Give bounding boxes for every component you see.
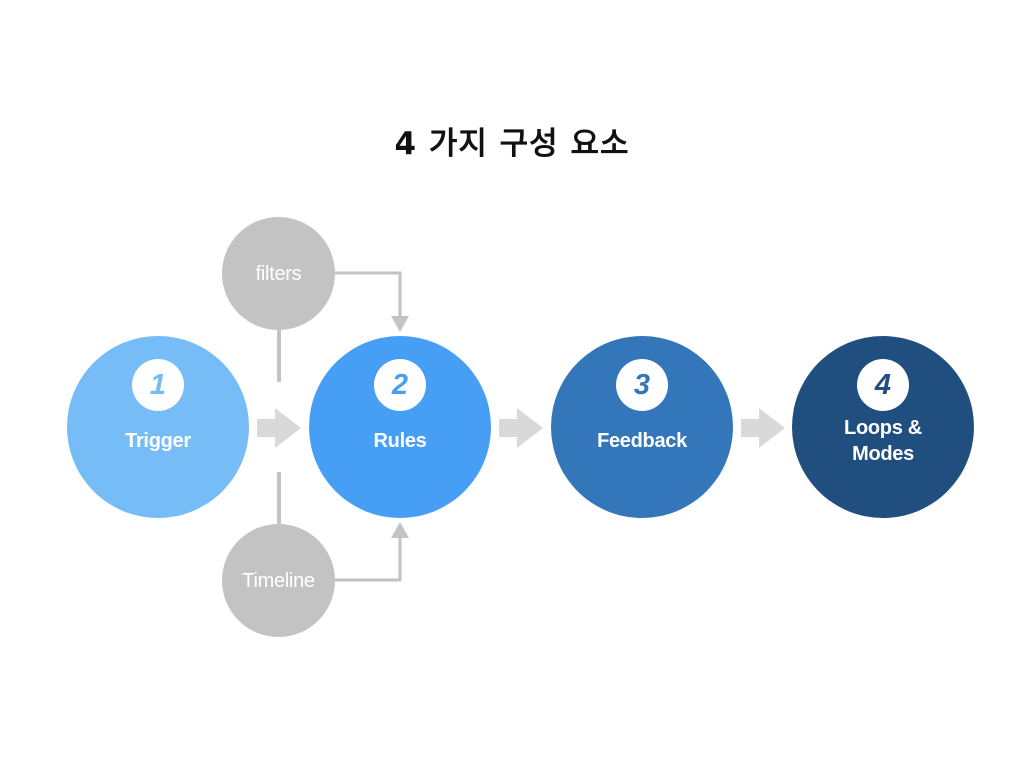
filters-elbow-line [335, 271, 402, 318]
step-trigger-node: 1 Trigger [67, 336, 249, 518]
filters-arrowhead [391, 316, 409, 332]
step-number-badge: 4 [857, 359, 909, 411]
step-number-badge: 2 [374, 359, 426, 411]
filters-node: filters [222, 217, 335, 330]
step-label-feedback: Feedback [597, 430, 687, 452]
step-label-rules: Rules [373, 430, 427, 452]
timeline-label: Timeline [242, 570, 315, 592]
timeline-arrowhead [391, 522, 409, 538]
step-loops-modes-node: 4 Loops & Modes [792, 336, 974, 518]
arrow-trigger-to-rules [257, 408, 301, 448]
filters-stem-line [277, 330, 281, 382]
arrow-rules-to-feedback [499, 408, 543, 448]
step-rules-node: 2 Rules [309, 336, 491, 518]
diagram-title: 4 가지 구성 요소 [394, 126, 630, 162]
filters-label: filters [255, 263, 302, 285]
step-number-badge: 3 [616, 359, 668, 411]
step-label-trigger: Trigger [125, 430, 191, 452]
timeline-stem-line [277, 472, 281, 524]
step-label-line: Modes [852, 443, 914, 465]
step-feedback-node: 3 Feedback [551, 336, 733, 518]
step-number-badge: 1 [132, 359, 184, 411]
step-label-line: Loops & [844, 417, 922, 439]
timeline-node: Timeline [222, 524, 335, 637]
step-label-loops-modes: Loops & Modes [792, 415, 974, 467]
arrow-feedback-to-loops [741, 408, 785, 448]
timeline-elbow-line [335, 536, 402, 582]
